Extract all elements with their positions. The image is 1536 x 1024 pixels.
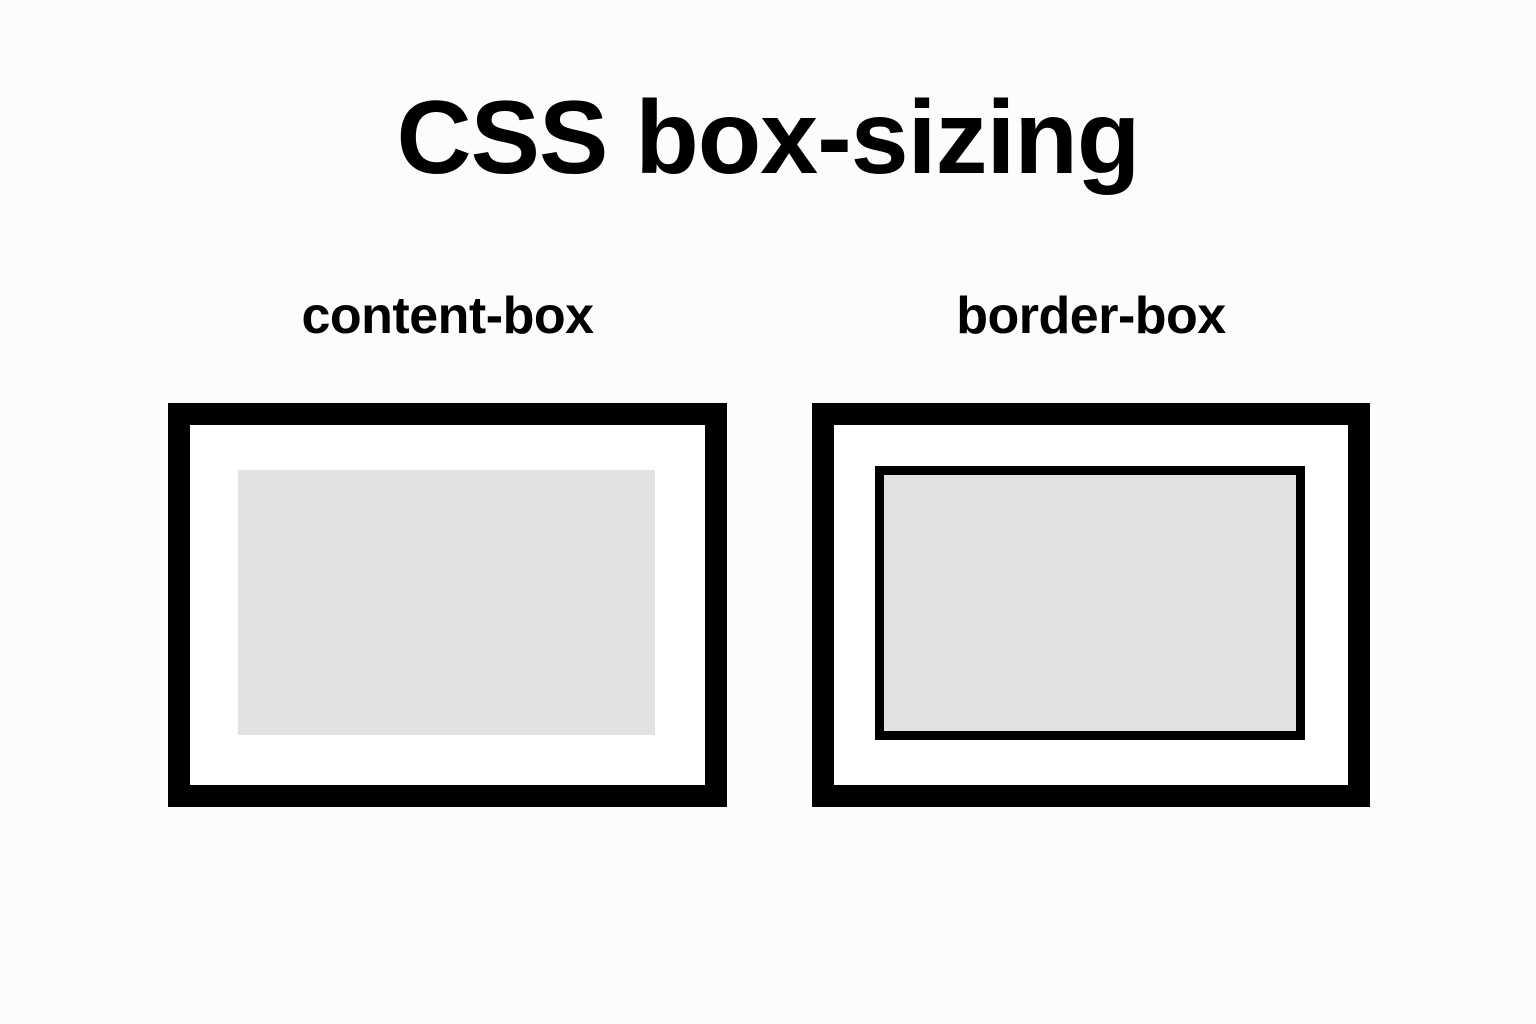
panel-label-border-box: border-box: [956, 287, 1226, 345]
panel-label-content-box: content-box: [301, 287, 594, 345]
content-box-content-area: [238, 470, 655, 735]
border-box-content-area: [875, 466, 1305, 740]
page-title: CSS box-sizing: [396, 80, 1141, 196]
content-box-diagram-border: [168, 403, 727, 807]
border-box-diagram-border: [812, 403, 1370, 807]
